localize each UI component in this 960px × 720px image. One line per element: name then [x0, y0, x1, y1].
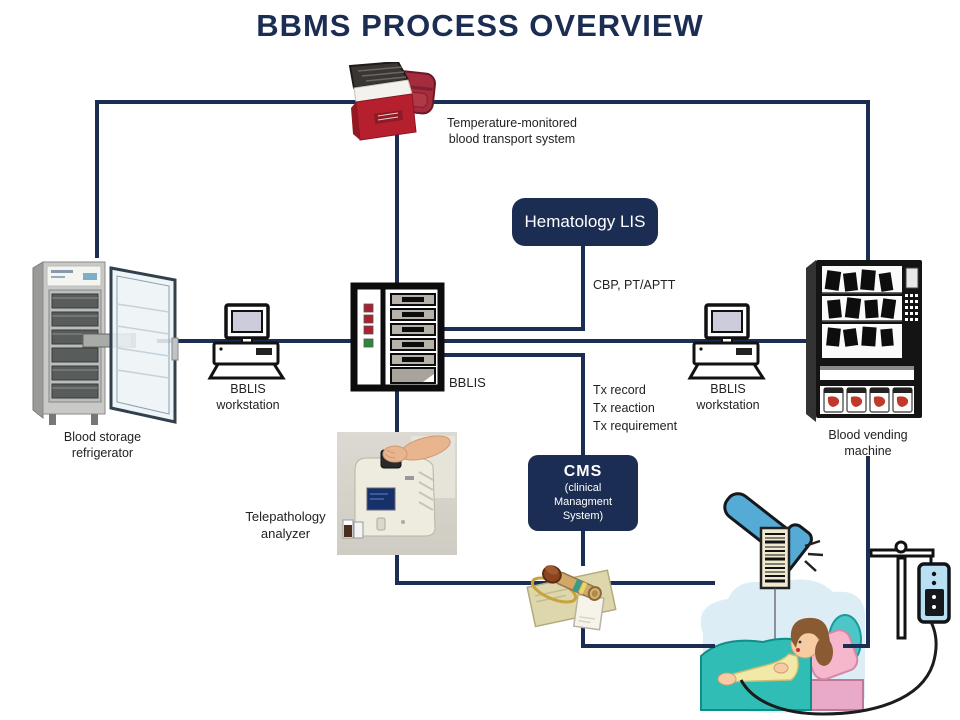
fridge-label: Blood storage refrigerator [63, 430, 142, 461]
workstation-left-icon [203, 302, 291, 384]
connector-specimen-down [581, 614, 585, 648]
vending-label: Blood vending machine [828, 428, 908, 459]
bblis-server-icon [350, 282, 445, 392]
hematology-lis-label: Hematology LIS [524, 212, 646, 231]
telepathology-analyzer-photo [337, 432, 457, 555]
blood-specimen-illustration [518, 556, 628, 636]
connector-hematology-vertical [581, 244, 585, 331]
connector-cooler-to-server [395, 134, 399, 286]
barcode-label [759, 526, 791, 590]
cms-title: CMS [563, 462, 603, 480]
page-title: BBMS PROCESS OVERVIEW [256, 8, 704, 43]
tx-label: Tx record Tx reaction Tx requirement [593, 383, 678, 434]
connector-mid-horizontal [157, 339, 808, 343]
connector-vending-to-patient [843, 644, 870, 648]
connector-tx-to-cms [581, 353, 585, 455]
connector-left-vertical [95, 100, 99, 258]
workstation-right-icon [683, 302, 771, 384]
connector-hematology-to-server [441, 327, 585, 331]
connector-vending-vertical [866, 456, 870, 648]
cbp-label: CBP, PT/APTT [593, 278, 676, 292]
infusion-pump-icon [917, 562, 951, 624]
blood-vending-machine-illustration [804, 256, 929, 426]
analyzer-label: Telepathology analyzer [245, 509, 326, 541]
cms-box: CMS (clinical Managment System) [528, 455, 638, 531]
connector-right-vertical [866, 100, 870, 264]
connector-specimen-to-patient [581, 644, 715, 648]
cms-subtitle: (clinical Managment System) [553, 481, 613, 523]
blood-storage-refrigerator-illustration [25, 250, 185, 430]
hematology-lis-box: Hematology LIS [512, 198, 658, 246]
connector-top-horizontal [95, 100, 870, 104]
workstation-right-label: BBLIS workstation [696, 382, 760, 413]
iv-tube [739, 621, 938, 716]
server-label: BBLIS [449, 375, 486, 390]
patient-transfusion-illustration [693, 484, 960, 720]
connector-cms-to-specimen [581, 528, 585, 566]
workstation-left-label: BBLIS workstation [216, 382, 280, 413]
connector-server-to-tx [441, 353, 585, 357]
iv-stand-icon [869, 540, 935, 640]
cooler-icon [340, 60, 440, 144]
transport-label: Temperature-monitored blood transport sy… [447, 116, 577, 147]
